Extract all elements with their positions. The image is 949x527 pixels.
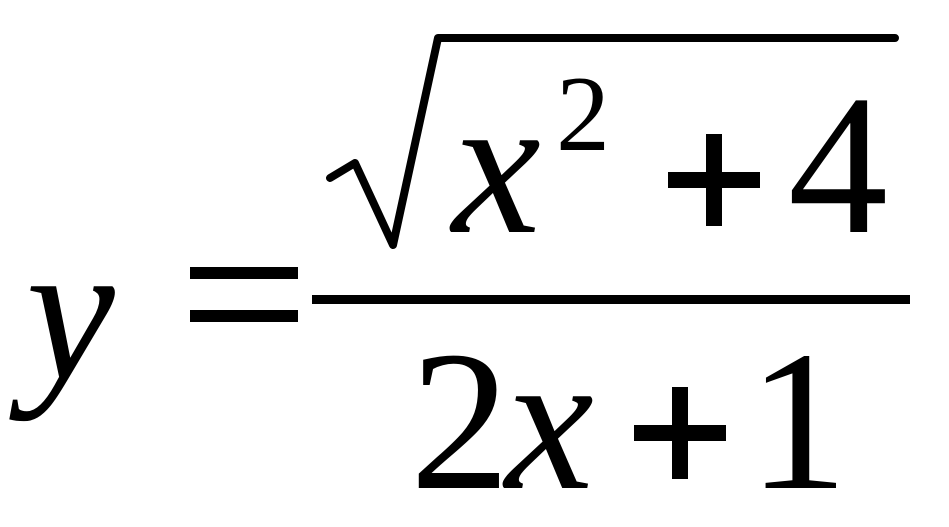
equals-bar-top xyxy=(190,267,298,279)
denominator-plus-vertical xyxy=(672,387,688,479)
numerator-constant: 4 xyxy=(788,55,888,276)
numerator-plus-sign xyxy=(668,134,760,226)
denominator-variable-x: x xyxy=(502,311,594,527)
denominator-coefficient: 2 xyxy=(410,311,510,527)
denominator-plus-sign xyxy=(634,387,726,479)
square-root-radical xyxy=(326,34,899,249)
equals-sign xyxy=(190,267,298,322)
fraction-bar xyxy=(312,295,910,304)
lhs-variable-y: y xyxy=(9,201,115,422)
denominator-constant: 1 xyxy=(748,311,848,527)
numerator-exponent: 2 xyxy=(556,55,610,174)
equals-bar-bottom xyxy=(190,310,298,322)
numerator-plus-vertical xyxy=(706,134,722,226)
numerator-variable-x: x xyxy=(449,55,541,276)
